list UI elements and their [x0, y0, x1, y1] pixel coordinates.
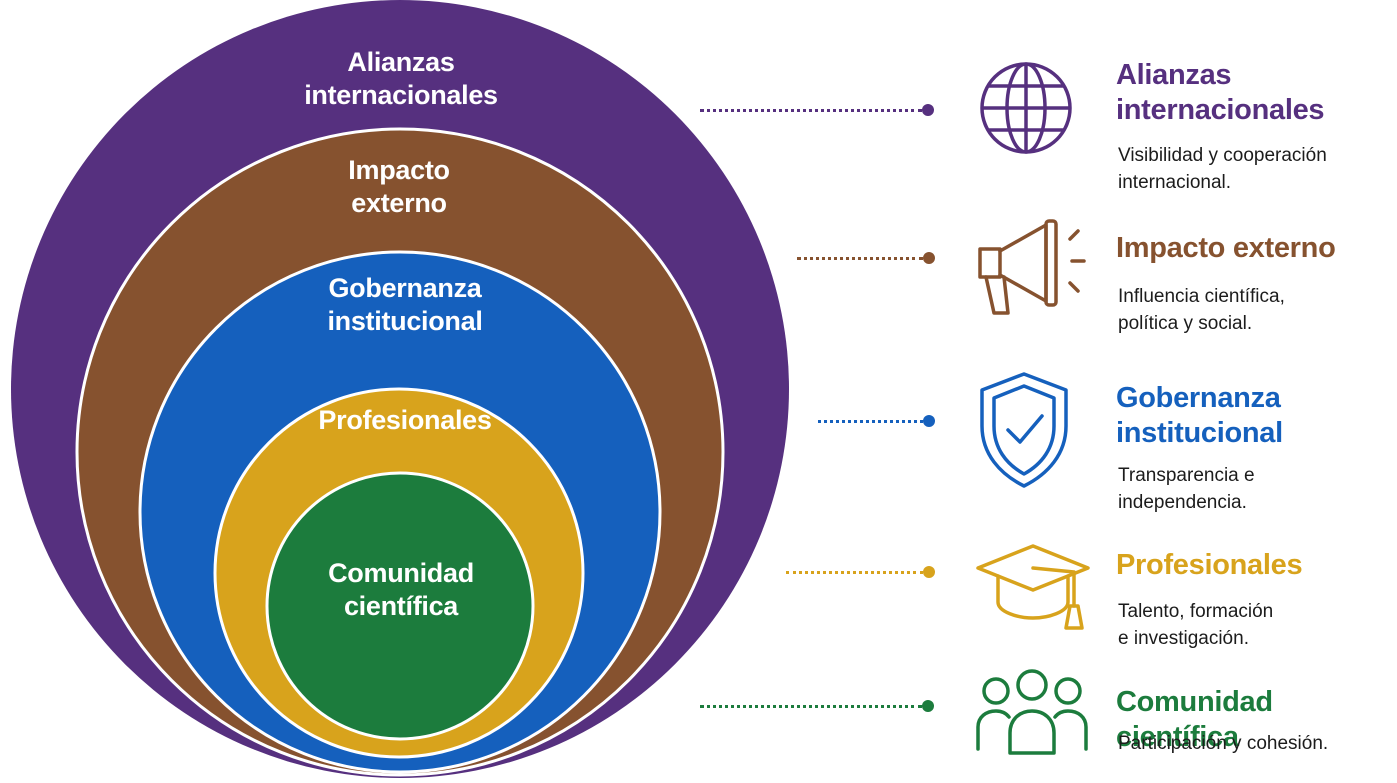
connector-dot — [923, 566, 935, 578]
legend-desc-line: internacional. — [1118, 172, 1232, 193]
globe-icon — [974, 52, 1078, 169]
dotted-line — [700, 705, 922, 708]
legend-desc-line: independencia. — [1118, 492, 1247, 513]
legend-title-line: Impacto externo — [1116, 232, 1336, 264]
ring-label-line: Gobernanza — [328, 273, 482, 303]
legend-desc-line: e investigación. — [1118, 628, 1249, 649]
legend-desc-line: Influencia científica, — [1118, 286, 1285, 307]
ring-label-line: científica — [343, 591, 459, 621]
ring-label-line: Alianzas — [347, 47, 455, 77]
ring-comunidad — [265, 471, 535, 741]
ring-label-line: institucional — [327, 306, 483, 336]
ring-label-line: externo — [351, 188, 447, 218]
legend-title-line: Gobernanza — [1116, 382, 1281, 414]
legend-desc-alianzas: Visibilidad y cooperación internacional. — [1118, 142, 1327, 196]
legend-title-comunidad: Comunidad científica — [1116, 685, 1397, 755]
legend-desc-line: Participación y cohesión. — [1118, 733, 1329, 754]
connector-alianzas — [700, 103, 936, 117]
connector-dot — [923, 252, 935, 264]
legend-desc-impacto: Influencia científica, política y social. — [1118, 283, 1285, 337]
ring-label-profesionales: Profesionales — [255, 404, 555, 437]
ring-label-line: internacionales — [304, 80, 498, 110]
graduation-cap-icon — [974, 540, 1092, 635]
dotted-line — [700, 109, 922, 112]
legend-title-line: Profesionales — [1116, 549, 1303, 581]
legend-title-line: internacionales — [1116, 94, 1325, 126]
legend-title-line: institucional — [1116, 417, 1283, 449]
legend-desc-line: Talento, formación — [1118, 601, 1274, 622]
connector-gobernanza — [818, 414, 937, 428]
ring-label-line: Comunidad — [328, 558, 474, 588]
legend-desc-gobernanza: Transparencia e independencia. — [1118, 462, 1255, 516]
connector-dot — [922, 104, 934, 116]
connector-dot — [922, 700, 934, 712]
shield-check-icon — [974, 370, 1074, 495]
ring-label-line: Profesionales — [318, 405, 492, 435]
connector-impacto — [797, 251, 937, 265]
megaphone-icon — [974, 215, 1086, 326]
connector-profesionales — [786, 565, 937, 579]
legend-desc-line: Visibilidad y cooperación — [1118, 145, 1327, 166]
connector-dot — [923, 415, 935, 427]
legend-desc-line: política y social. — [1118, 313, 1253, 334]
connector-comunidad — [700, 699, 936, 713]
ring-label-line: Impacto — [348, 155, 450, 185]
legend-desc-comunidad: Participación y cohesión. — [1118, 730, 1328, 757]
legend-title-impacto: Impacto externo — [1116, 231, 1336, 266]
legend-desc-line: Transparencia e — [1118, 465, 1255, 486]
legend-title-profesionales: Profesionales — [1116, 548, 1303, 583]
legend-title-line: Alianzas — [1116, 59, 1232, 91]
dotted-line — [818, 420, 923, 423]
people-group-icon — [974, 667, 1090, 762]
dotted-line — [797, 257, 923, 260]
dotted-line — [786, 571, 923, 574]
legend-title-line: Comunidad científica — [1116, 686, 1273, 753]
legend-desc-profesionales: Talento, formación e investigación. — [1118, 598, 1273, 652]
